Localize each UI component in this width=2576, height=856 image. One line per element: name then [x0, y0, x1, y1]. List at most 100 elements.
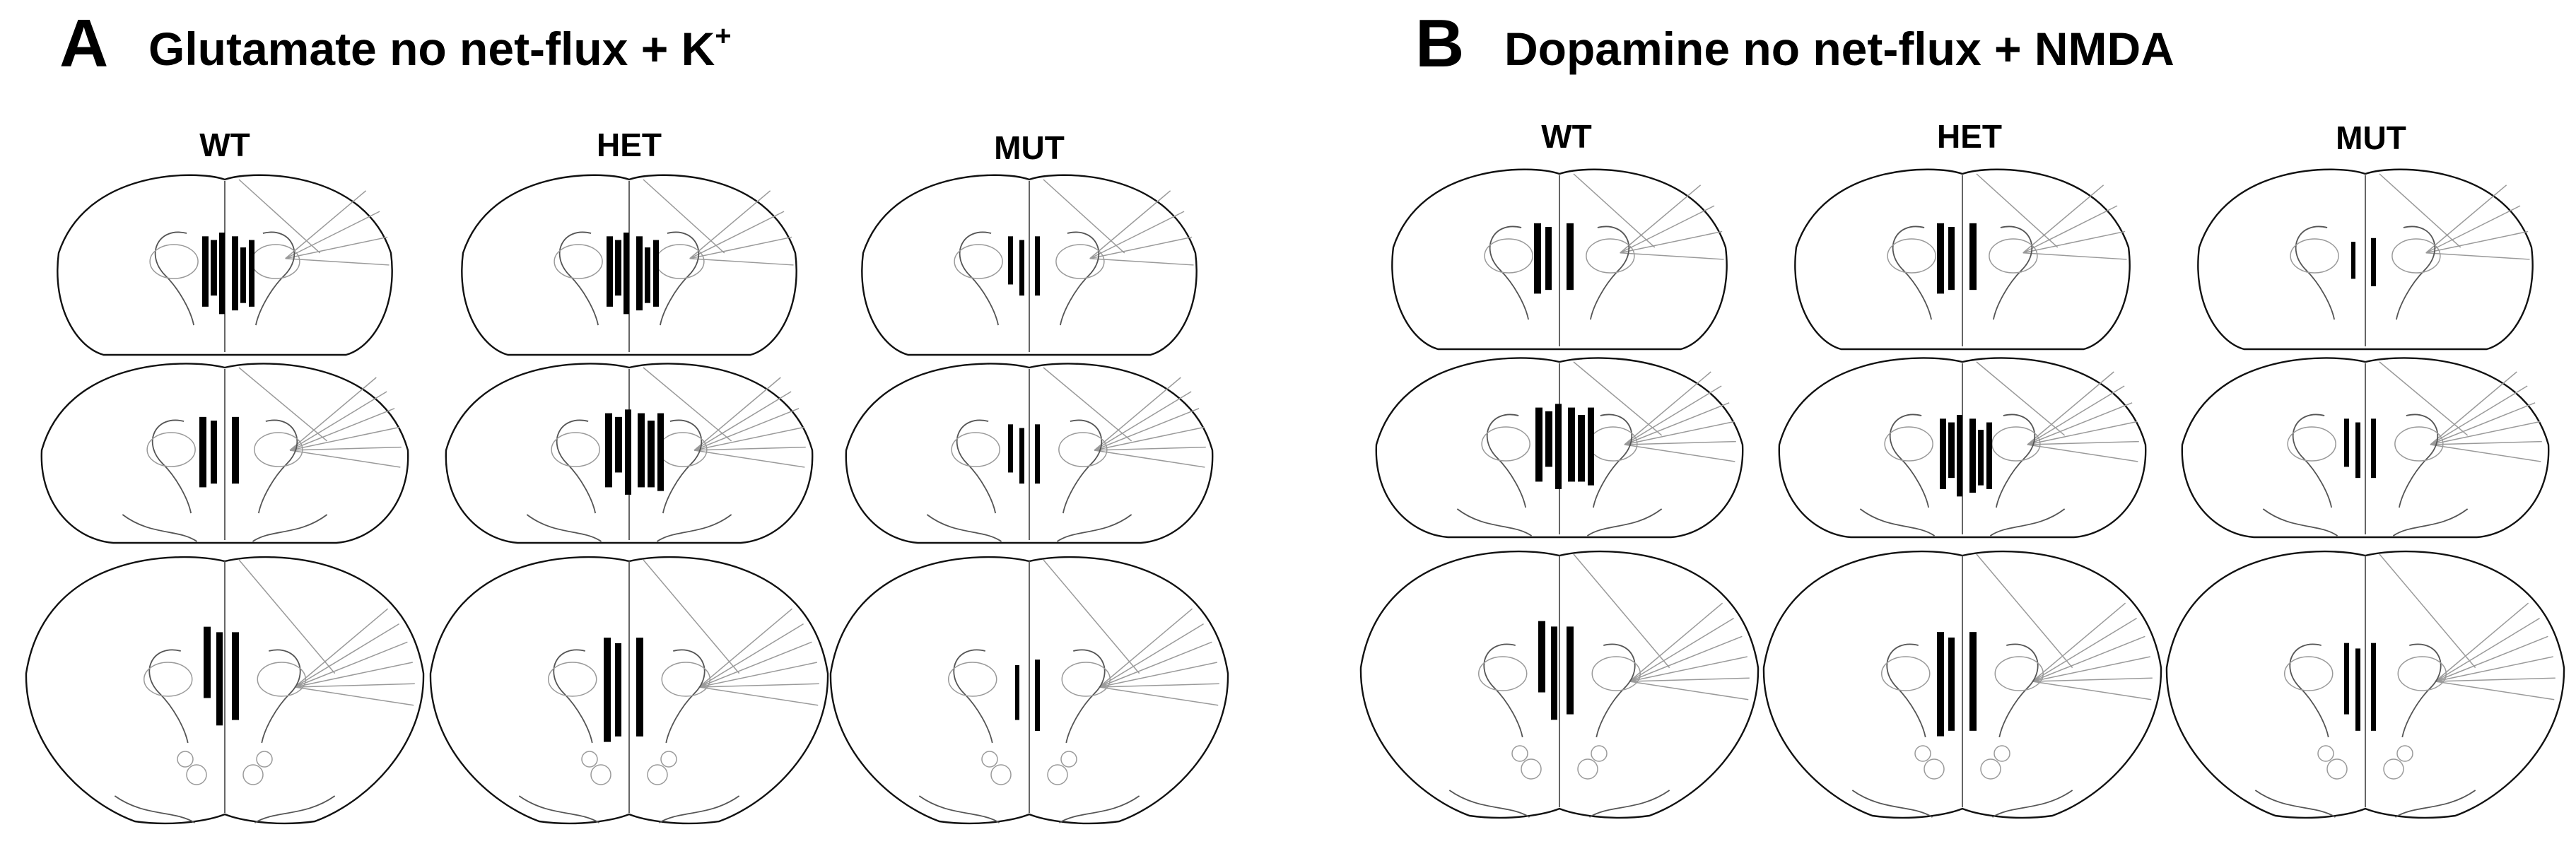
probe-track [249, 240, 254, 307]
right-ventricle [1596, 643, 1636, 738]
cortex-line [1099, 641, 1212, 688]
probe-track [1008, 424, 1013, 473]
nucleus-circle [242, 764, 264, 785]
panel-title-text: Glutamate no net-flux + K [148, 23, 715, 75]
probe-track [1535, 407, 1542, 482]
cortex-line [294, 641, 408, 688]
right-ventricle [665, 649, 706, 744]
cortex-line [689, 190, 771, 259]
probe-track [219, 233, 225, 315]
cortex-line [2027, 371, 2114, 445]
cortex-line [2379, 361, 2469, 436]
probe-track [1567, 626, 1574, 715]
probe-track [1948, 227, 1955, 291]
cortex-line [689, 258, 794, 266]
cortex-line [1099, 623, 1204, 688]
cortex-line [2435, 656, 2553, 682]
cortex-line [1094, 446, 1206, 451]
panel-title-superscript: + [715, 20, 732, 52]
cortex-line [2435, 677, 2555, 682]
probe-track [648, 421, 655, 488]
left-ventricle [148, 649, 189, 744]
striatum-region [1884, 426, 1933, 462]
nucleus-circle [2383, 758, 2404, 780]
cortex-line [1629, 602, 1723, 682]
nucleus-circle [981, 751, 998, 768]
cortex-line [2027, 440, 2139, 445]
right-ventricle [1995, 414, 2036, 508]
probe-track [1969, 223, 1977, 291]
brain-section [1794, 168, 2131, 351]
cortex-line [693, 426, 804, 451]
cortex-line [1629, 635, 1743, 682]
ventral-contour [526, 514, 602, 542]
cortex-line [2430, 440, 2542, 445]
probe-track [1015, 664, 1019, 720]
cortex-line [689, 236, 792, 259]
nucleus-circle [2317, 745, 2334, 762]
probe-track [1551, 626, 1557, 720]
right-ventricle [1592, 414, 1633, 508]
right-ventricle [1062, 419, 1103, 514]
striatum-region [547, 662, 597, 697]
cortex-line [1099, 683, 1219, 688]
cortex-line [294, 608, 389, 688]
striatum-region [1880, 656, 1931, 691]
ventral-contour [1586, 508, 1663, 537]
cortex-line [2425, 184, 2507, 254]
probe-track [1986, 422, 1992, 489]
column-header-wt: WT [199, 127, 250, 163]
probe-track [615, 416, 622, 473]
brain-section [1778, 357, 2147, 539]
left-ventricle [1486, 414, 1527, 508]
left-ventricle [1892, 225, 1932, 320]
cortex-line [1094, 426, 1205, 451]
cortex-line [693, 377, 781, 451]
cortex-line [689, 211, 785, 259]
striatum-region [2394, 426, 2444, 462]
right-ventricle [1065, 649, 1106, 744]
ventral-contour [1989, 508, 2066, 537]
right-ventricle [261, 649, 301, 744]
ventral-contour [1991, 790, 2073, 818]
panel-letter: B [1415, 6, 1465, 81]
probe-track [607, 236, 613, 307]
cortex-line [698, 662, 817, 688]
cortex-line [693, 391, 792, 451]
brain-sections-grid [25, 174, 1229, 825]
cortex-line [699, 683, 819, 688]
column-header-het: HET [1937, 118, 2002, 155]
probe-track [657, 413, 664, 491]
cortex-line [2032, 656, 2150, 682]
cortex-line [238, 179, 321, 254]
striatum-region [1586, 238, 1635, 274]
cortex-line [1620, 184, 1702, 254]
left-ventricle [1489, 225, 1529, 320]
probe-track [202, 236, 209, 307]
probe-track [2355, 648, 2360, 731]
probe-track [216, 632, 223, 726]
left-ventricle [959, 231, 999, 326]
probe-track [2371, 643, 2376, 731]
cortex-line [1099, 608, 1193, 688]
cortex-line [2425, 230, 2529, 254]
striatum-region [551, 432, 600, 467]
ventral-contour [1456, 508, 1533, 537]
cortex-line [295, 683, 415, 688]
cortex-line [1624, 440, 1736, 445]
ventral-contour [114, 795, 196, 823]
nucleus-circle [660, 751, 677, 768]
striatum-region [1887, 238, 1936, 274]
left-ventricle [953, 649, 993, 744]
striatum-region [2283, 656, 2334, 691]
cortex-line [643, 179, 725, 254]
probe-track [232, 416, 239, 484]
nucleus-circle [1047, 764, 1068, 785]
striatum-region [2397, 656, 2447, 691]
left-ventricle [2289, 643, 2329, 738]
cortex-line [2032, 635, 2145, 682]
striatum-region [143, 662, 193, 697]
striatum-region [1055, 244, 1105, 279]
probe-track [638, 413, 645, 488]
cortex-line [285, 258, 390, 266]
